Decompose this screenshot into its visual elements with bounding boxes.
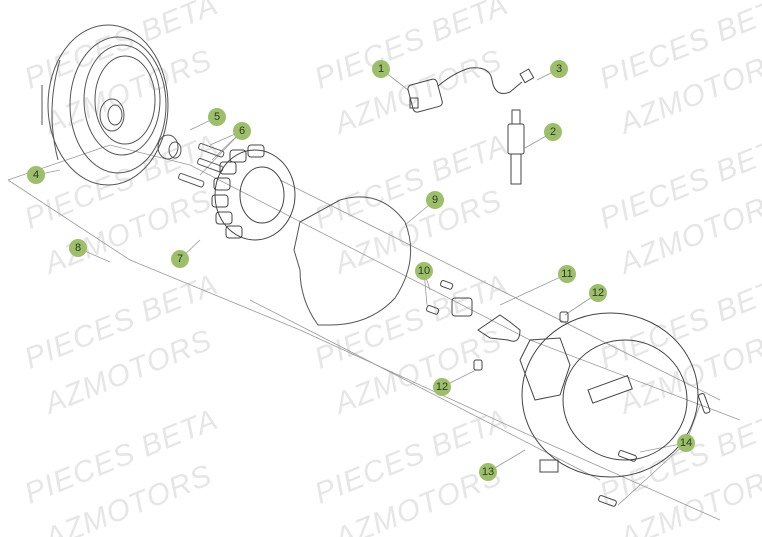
callout-11[interactable]: 11 [558, 265, 576, 283]
callout-12a[interactable]: 12 [589, 284, 607, 302]
callout-14[interactable]: 14 [677, 434, 695, 452]
flywheel-rotor [41, 24, 169, 186]
callout-12b[interactable]: 12 [433, 378, 451, 396]
callout-8[interactable]: 8 [69, 239, 87, 257]
stator [211, 144, 296, 241]
cover-screws [598, 393, 711, 507]
callout-2[interactable]: 2 [544, 123, 562, 141]
spark-plug [507, 109, 525, 185]
callout-9[interactable]: 9 [426, 191, 444, 209]
callout-1[interactable]: 1 [372, 60, 390, 78]
pickup-bracket [477, 314, 521, 342]
callout-3[interactable]: 3 [550, 60, 568, 78]
callout-6[interactable]: 6 [233, 122, 251, 140]
flywheel-nut [157, 134, 182, 160]
callout-7[interactable]: 7 [171, 250, 189, 268]
callout-5[interactable]: 5 [208, 108, 226, 126]
callout-4[interactable]: 4 [27, 166, 45, 184]
callout-10[interactable]: 10 [415, 262, 433, 280]
ignition-coil [407, 67, 535, 113]
cover-gasket [293, 196, 412, 326]
dowel-pin [559, 311, 569, 323]
alternator-cover [519, 312, 699, 478]
pickup-sensor [426, 280, 473, 317]
stator-screws [178, 143, 225, 188]
dowel-pin [473, 359, 483, 371]
leader-lines [7, 68, 741, 521]
callout-13[interactable]: 13 [479, 463, 497, 481]
